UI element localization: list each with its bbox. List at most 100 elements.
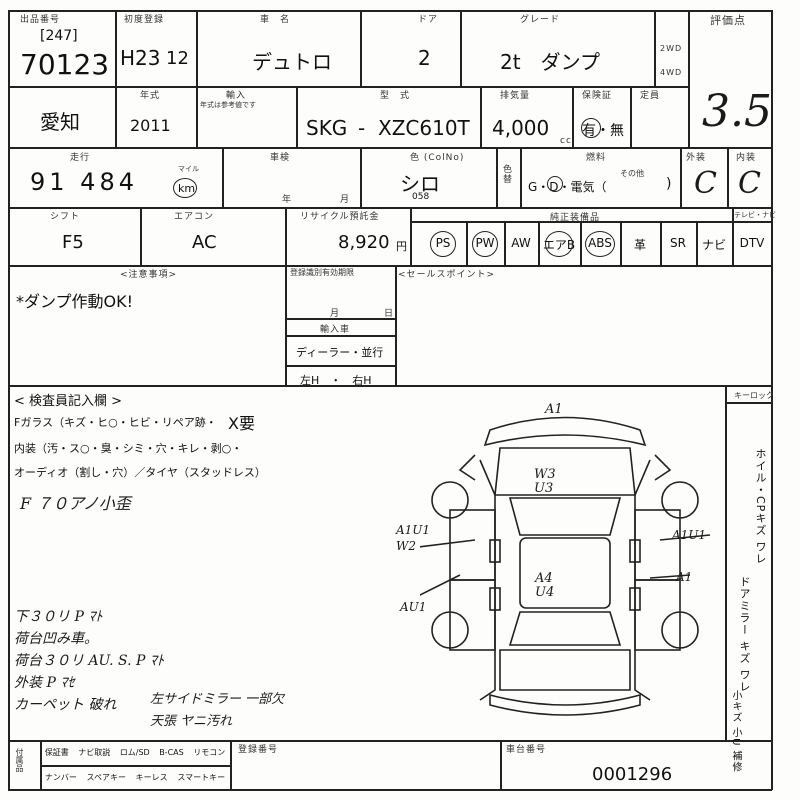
label-make: 車 名 [260,15,291,25]
footer-cell-keyless: キーレス [135,772,168,782]
footer-sep [8,740,772,742]
v18 [727,147,729,207]
label-cc: cc [560,136,572,146]
v17 [680,147,682,207]
label-year-note: 年式は参考値です [200,101,256,109]
footer-cell-bcas: B-CAS [159,748,184,757]
v5 [654,10,656,86]
v21 [410,207,412,265]
label-shaken-month: 月 [340,195,351,205]
v7 [115,86,117,147]
label-shaken: 車検 [270,153,291,163]
vehicle-diagram [420,416,710,716]
v26 [620,221,622,265]
frame-top [8,10,772,12]
handle: 左H ・ 右H [300,374,372,387]
v31 [395,265,397,385]
f3 [500,740,502,789]
label-inspector: < 検査員記入欄 > [14,394,123,409]
v27 [660,221,662,265]
remark-3: 荷台３０リ AU. S. P ﾏﾄ [14,653,164,669]
frame-bottom [8,789,772,791]
label-model: 型 式 [380,91,411,101]
interior-row: 内装（汚・ス○・臭・シミ・穴・キレ・剥○・ [14,442,243,455]
label-shaken-year: 年 [282,195,293,205]
label-color: 色 (ColNo) [410,153,465,163]
label-ext: 外装 [686,153,707,163]
recycle: 8,920 [338,232,390,253]
v11 [572,86,574,147]
remark-right-2: 天張 ヤニ汚れ [150,714,233,729]
mileage: 91 484 [30,168,138,196]
label-reg-no: 登録番号 [238,745,279,755]
notes-main: *ダンプ作動OK! [16,292,134,311]
v20 [285,207,287,265]
label-capacity: 定員 [640,91,661,101]
label-displacement: 排気量 [500,91,531,101]
row2-sep [8,147,772,149]
mileage-unit-alt: マイル [178,165,199,173]
label-fuel: 燃料 [586,153,607,163]
row5-sep [8,385,772,387]
remark-1: 下３０リ P ﾏﾄ [14,609,103,625]
notes-h1 [285,318,395,320]
v15 [496,147,498,207]
legend-right: ホイル・CPキズ ワレ [754,448,767,565]
f2 [230,740,232,789]
legend-right-3: 小キズ 小U 補修 [730,690,741,773]
abs-circle [585,231,615,257]
label-lot: 出品番号 [20,15,61,25]
equip-aw: AW [511,236,531,250]
equip-navi: ナビ [701,238,726,252]
label-shift: シフト [50,212,81,222]
row3-sep [8,207,772,209]
fuel-close: ) [666,176,672,192]
f1 [40,740,42,789]
insurance-circle [581,118,601,138]
frame-right [771,10,773,790]
v3 [360,10,362,86]
region: 愛知 [40,110,80,134]
v30 [285,265,287,385]
v32 [725,385,727,740]
label-recycle: リサイクル預託金 [300,212,380,222]
v14 [360,147,362,207]
v19 [140,207,142,265]
recycle-unit: 円 [396,240,407,253]
remark-5: カーペット 破れ [14,697,117,713]
v9 [296,86,298,147]
first-reg-month: 12 [166,48,189,69]
score: 3.5 [702,86,772,137]
v13 [222,147,224,207]
footer-cell-smart-key: スマートキー [177,772,226,782]
label-sales-point: <セールスポイント> [398,270,496,280]
label-mileage: 走行 [70,153,91,163]
v8 [196,86,198,147]
label-import: 輸入 [226,91,247,101]
mark-right-door: A1U1 [672,528,707,542]
mark-left-rear: AU1 [400,600,427,614]
inspector-remarks: 下３０リ P ﾏﾄ 荷台凹み車。 荷台３０リ AU. S. P ﾏﾄ 外装 P … [14,606,164,716]
v28 [696,221,698,265]
label-dealer-box: 登録識別有効期限 [290,268,354,277]
label-4wd: 4WD [660,68,683,77]
keyless-line [725,402,772,404]
label-insurance: 保険証 [582,91,613,101]
fuel-other: その他 [620,169,644,178]
fuel: G・D・電気（ [528,180,607,194]
color-code: 058 [412,192,430,202]
mark-left-door: A1U1 W2 [396,523,431,553]
grade: 2t ダンプ [500,50,600,74]
notes-day: 日 [384,309,395,319]
footer-cell-plate: ナンバー [44,772,77,782]
model-code: XZC610T [378,116,470,140]
label-equipment: 純正装備品 [550,213,601,223]
chassis-number: 0001296 [592,764,673,785]
inspector-line1: F ７０アノ小歪 [20,494,131,513]
v1 [115,10,117,86]
aircon: AC [192,232,217,253]
label-first-reg: 初度登録 [124,15,165,25]
label-keyless: キーロック [734,391,774,400]
footer-cell-navi-manual: ナビ取説 [78,748,111,757]
dealer: ディーラー・並行 [296,346,384,359]
